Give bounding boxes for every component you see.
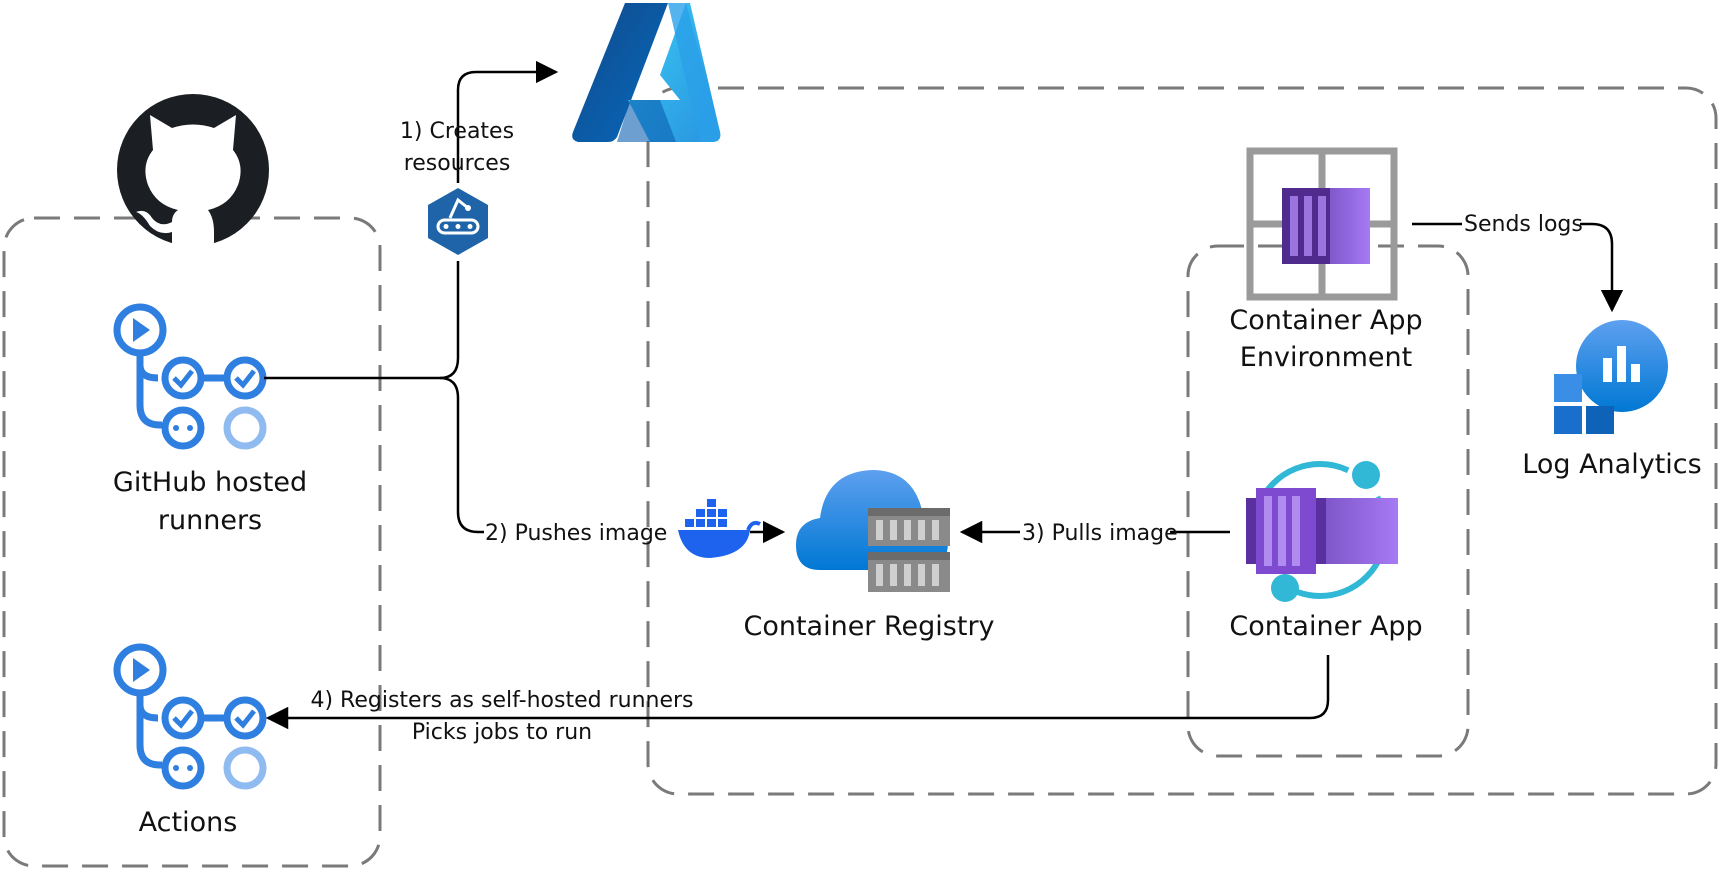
- container-app-environment-icon: [1246, 147, 1398, 301]
- connector-pushes-image: [439, 376, 484, 534]
- workflow-icon: [113, 303, 267, 450]
- pipeline-icon: [428, 188, 488, 255]
- registers-label: 4) Registers as self-hosted runners: [310, 688, 693, 713]
- container-registry-icon: [796, 470, 950, 592]
- creates-resources-label: 1) Creates: [400, 119, 514, 144]
- creates-resources-label-line2: resources: [404, 151, 511, 176]
- github-octocat-icon: [117, 94, 269, 246]
- github-boundary: [2, 216, 382, 868]
- azure-logo-icon: [572, 3, 721, 142]
- arrow-registers: [265, 655, 1330, 730]
- log-analytics-label: Log Analytics: [1522, 449, 1701, 480]
- azure-boundary: [646, 86, 1718, 796]
- arrow-creates-resources: [456, 72, 556, 183]
- log-analytics-icon: [1554, 320, 1668, 434]
- container-registry-label: Container Registry: [743, 611, 994, 642]
- hosted-runners-label-line2: runners: [158, 505, 262, 536]
- pulls-image-label: 3) Pulls image: [1022, 521, 1178, 546]
- connector-creates-resources: [439, 261, 460, 380]
- workflow-icon: [113, 643, 267, 790]
- registers-label-line2: Picks jobs to run: [412, 720, 592, 745]
- environment-label-line2: Environment: [1240, 342, 1412, 373]
- actions-label: Actions: [139, 807, 238, 838]
- pushes-image-label: 2) Pushes image: [485, 521, 667, 546]
- container-app-icon: [1246, 461, 1398, 602]
- environment-boundary: [1186, 244, 1470, 758]
- sends-logs-label: Sends logs: [1464, 212, 1583, 237]
- environment-label: Container App: [1229, 305, 1422, 336]
- arrow-sends-logs: [1412, 222, 1612, 310]
- docker-icon: [678, 499, 761, 558]
- container-app-label: Container App: [1229, 611, 1422, 642]
- hosted-runners-label: GitHub hosted: [113, 467, 307, 498]
